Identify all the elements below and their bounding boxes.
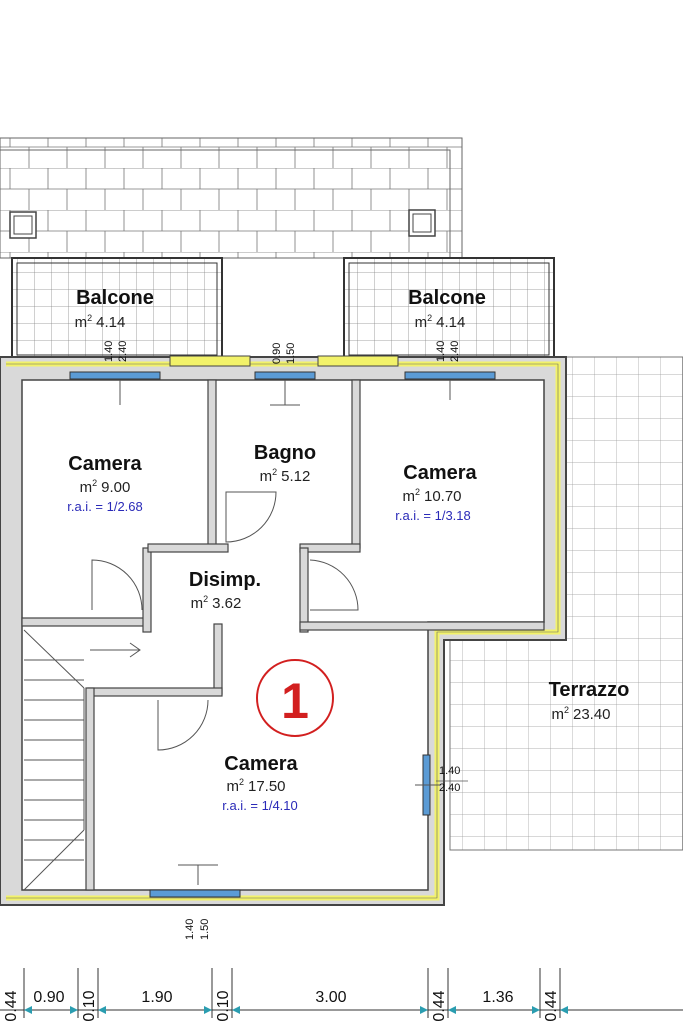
camera-left-name: Camera — [68, 453, 142, 475]
window-top-right — [404, 371, 496, 380]
dim-3: 1.90 — [141, 989, 172, 1006]
staircase — [23, 629, 141, 891]
dim-6: 0.44 — [431, 990, 448, 1021]
terrazzo-name: Terrazzo — [549, 679, 630, 701]
roof-area — [0, 137, 463, 259]
camera-left-rai: r.a.i. = 1/2.68 — [67, 499, 143, 514]
doors — [91, 491, 359, 751]
win-bottom-w: 1.40 — [184, 919, 196, 940]
camera-right-rai: r.a.i. = 1/3.18 — [395, 508, 471, 523]
unit-badge-number: 1 — [281, 673, 309, 729]
win-bagno-h: 1.50 — [285, 343, 297, 364]
balcone-left-area — [11, 257, 223, 359]
unit-badge: 1 — [256, 659, 334, 737]
dim-0: 0.44 — [3, 990, 20, 1021]
win-bottom-h: 1.50 — [199, 919, 211, 940]
dim-5: 3.00 — [315, 989, 346, 1006]
parapet-top-left — [169, 355, 251, 367]
dim-1: 0.90 — [33, 989, 64, 1006]
dim-8: 0.44 — [543, 990, 560, 1021]
balcone-left-name: Balcone — [76, 287, 154, 309]
camera-main-rai: r.a.i. = 1/4.10 — [222, 798, 298, 813]
win-top-left-w: 1.40 — [103, 341, 115, 362]
disimp-name: Disimp. — [189, 569, 261, 591]
win-bagno-w: 0.90 — [271, 343, 283, 364]
dimension-line: 0.44 0.90 0.10 1.90 0.10 3.00 0.44 1.36 … — [0, 968, 683, 1022]
win-top-right-w: 1.40 — [435, 341, 447, 362]
camera-right-name: Camera — [403, 462, 477, 484]
win-side-h: 2.40 — [439, 782, 460, 794]
camera-main-name: Camera — [224, 753, 298, 775]
balcone-right-name: Balcone — [408, 287, 486, 309]
win-side-w: 1.40 — [439, 765, 460, 777]
parapet-top-mid — [317, 355, 399, 367]
window-bagno — [254, 371, 316, 380]
balcone-right-area — [343, 257, 555, 359]
interior-walls — [21, 379, 545, 891]
win-top-left-h: 2.40 — [117, 341, 129, 362]
dim-7: 1.36 — [482, 989, 513, 1006]
window-bottom — [149, 889, 241, 898]
bagno-name: Bagno — [254, 442, 316, 464]
dim-4: 0.10 — [215, 990, 232, 1021]
opening-labels: 1.40 2.40 0.90 1.50 1.40 2.40 1.40 2.40 … — [103, 341, 468, 940]
windows — [69, 371, 496, 898]
dim-2: 0.10 — [81, 990, 98, 1021]
window-top-left — [69, 371, 161, 380]
win-top-right-h: 2.40 — [449, 341, 461, 362]
